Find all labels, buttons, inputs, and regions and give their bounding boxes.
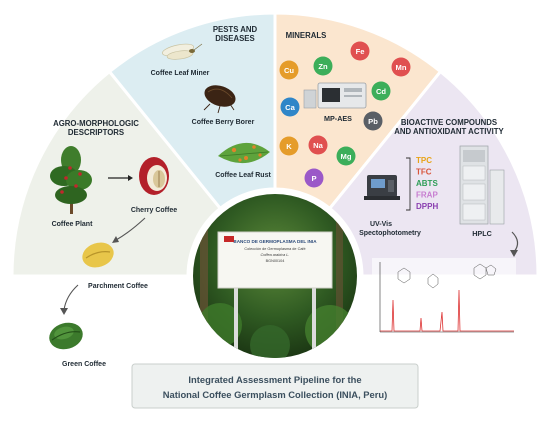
green-coffee-label: Green Coffee <box>62 361 106 368</box>
agro-title-line-2: DESCRIPTORS <box>68 128 124 137</box>
mineral-badge-cd <box>371 81 391 101</box>
mineral-symbol-k: K <box>286 142 292 151</box>
hplc-label: HPLC <box>472 229 492 238</box>
bioactive-title-line-1: BIOACTIVE COMPOUNDS <box>401 118 497 127</box>
mineral-badge-zn <box>313 56 333 76</box>
assay-labels: TPC TFC ABTS FRAP DPPH <box>416 156 438 211</box>
coffee-plant-image <box>50 146 92 214</box>
mineral-badge-fe <box>350 41 370 61</box>
mineral-badge-pb <box>363 111 383 131</box>
mineral-badge-ca <box>280 97 300 117</box>
berry-borer-label: Coffee Berry Borer <box>192 119 255 126</box>
mp-aes-label: MP-AES <box>324 114 352 123</box>
leaf-miner-moth-icon <box>161 43 203 60</box>
pests-title-line-1: PESTS AND <box>213 25 258 34</box>
uv-vis-spectrophotometer-image <box>364 175 400 200</box>
mineral-badge-mn <box>391 57 411 77</box>
parchment-coffee-label: Parchment Coffee <box>88 283 148 290</box>
green-coffee-image <box>49 322 83 350</box>
cherry-coffee-image <box>139 157 169 195</box>
footer-box <box>131 363 419 409</box>
sign-title: BANCO DE GERMOPLASMA DEL INIA <box>233 239 317 244</box>
pests-title-line-2: DISEASES <box>215 34 254 43</box>
mineral-symbol-cu: Cu <box>284 66 294 75</box>
mineral-symbol-pb: Pb <box>368 117 378 126</box>
arrow-plant-to-cherry-icon <box>108 175 133 181</box>
mineral-badge-cu <box>279 60 299 80</box>
assay-frap: FRAP <box>416 191 438 200</box>
assay-dpph: DPPH <box>416 202 438 211</box>
leaf-miner-label: Coffee Leaf Miner <box>151 70 210 77</box>
assay-abts: ABTS <box>416 179 438 188</box>
minerals-title: MINERALS <box>286 31 327 40</box>
inia-logo <box>224 236 234 242</box>
sign-line-4: BGN00104 <box>266 259 285 263</box>
germplasm-photo <box>186 187 364 365</box>
uv-vis-label-line-1: UV-Vis <box>370 221 392 228</box>
mineral-symbol-na: Na <box>313 141 323 150</box>
mineral-badge-p <box>304 168 324 188</box>
mineral-badge-mg <box>336 146 356 166</box>
curved-arrow-icon <box>510 231 519 257</box>
mineral-symbol-fe: Fe <box>356 47 365 56</box>
mineral-symbol-mg: Mg <box>341 152 352 161</box>
bioactive-title-line-2: AND ANTIOXIDANT ACTIVITY <box>394 127 504 136</box>
sign-line-2: Colección de Germoplasma de Café <box>244 247 305 251</box>
mp-aes-instrument-image <box>303 82 367 109</box>
assay-tfc: TFC <box>416 168 432 177</box>
mineral-symbol-ca: Ca <box>285 103 295 112</box>
arrow-cherry-to-parchment-icon <box>112 217 146 243</box>
arrow-parchment-to-green-icon <box>60 284 79 315</box>
sign-line-3: Coffea arabica L. <box>261 253 290 257</box>
mineral-symbol-p: P <box>311 174 316 183</box>
assay-bracket <box>406 157 411 211</box>
footer-line-2: National Coffee Germplasm Collection (IN… <box>163 389 388 400</box>
cherry-coffee-label: Cherry Coffee <box>131 207 177 214</box>
assay-tpc: TPC <box>416 156 432 165</box>
hplc-instrument-image <box>459 145 505 225</box>
leaf-rust-label: Coffee Leaf Rust <box>215 172 271 179</box>
mineral-badge-na <box>308 135 328 155</box>
chromatogram-plot <box>372 258 516 338</box>
mineral-badge-k <box>279 136 299 156</box>
leaf-rust-leaf-icon <box>218 142 270 164</box>
footer-line-1: Integrated Assessment Pipeline for the <box>188 374 361 385</box>
mineral-symbol-mn: Mn <box>396 63 407 72</box>
mineral-symbol-zn: Zn <box>318 62 328 71</box>
mineral-symbol-cd: Cd <box>376 87 386 96</box>
berry-borer-beetle-icon <box>203 85 236 114</box>
coffee-plant-label: Coffee Plant <box>52 221 94 228</box>
agro-title-line-1: AGRO-MORPHOLOGIC <box>53 119 139 128</box>
uv-vis-label-line-2: Spectophotometry <box>359 230 421 237</box>
parchment-coffee-image <box>82 242 114 268</box>
